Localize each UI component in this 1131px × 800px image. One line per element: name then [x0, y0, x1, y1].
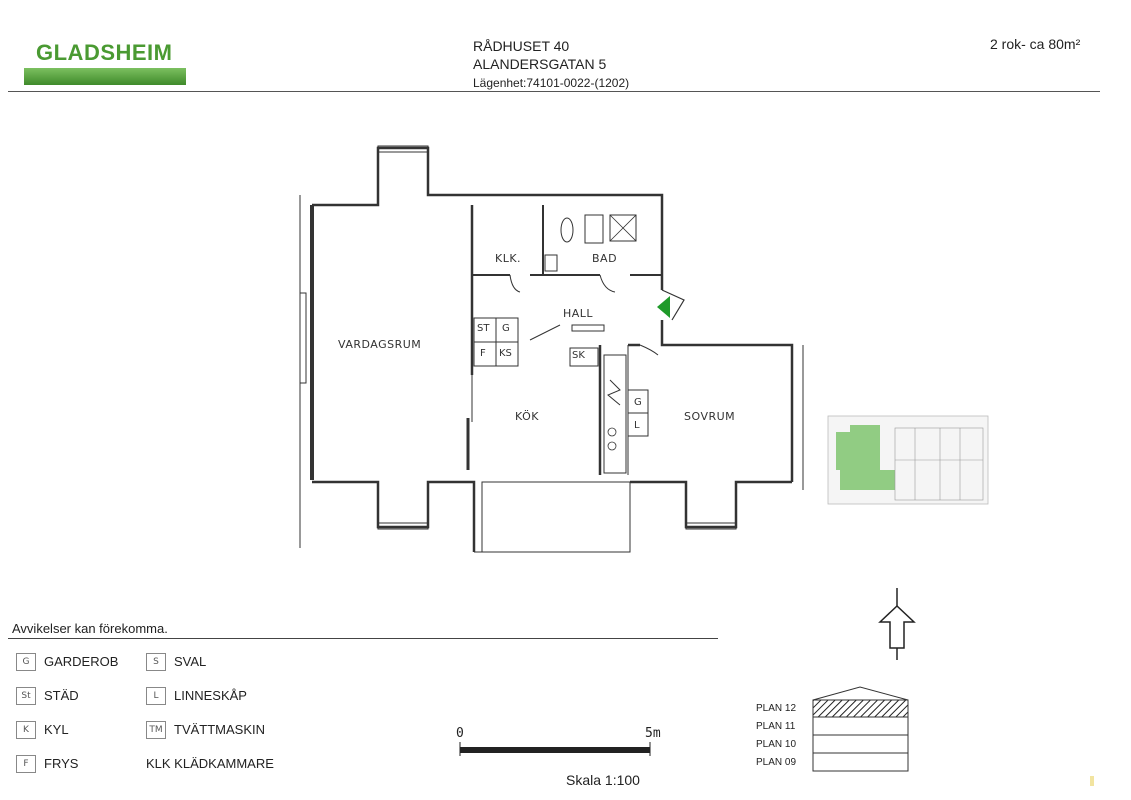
legend-code-linneskap: L — [146, 687, 166, 705]
legend-label-kladkammare: KLK KLÄDKAMMARE — [146, 756, 274, 771]
room-sovrum: SOVRUM — [684, 410, 736, 423]
scale-label: Skala 1:100 — [566, 772, 640, 788]
legend-code-sval: S — [146, 653, 166, 671]
legend-label-linneskap: LINNESKÅP — [174, 688, 247, 703]
legend-label-kyl: KYL — [44, 722, 69, 737]
header-divider — [8, 91, 1100, 92]
room-vardagsrum: VARDAGSRUM — [338, 338, 422, 351]
cabinet-g: G — [502, 323, 510, 334]
legend-label-frys: FRYS — [44, 756, 79, 771]
legend-label-tvattmaskin: TVÄTTMASKIN — [174, 722, 266, 737]
floor-label-09: PLAN 09 — [756, 757, 797, 768]
floor-label-11: PLAN 11 — [756, 721, 796, 732]
cabinet-ks: KS — [499, 348, 512, 359]
legend-code-tvattmaskin: TM — [146, 721, 166, 739]
notice-divider — [8, 638, 718, 639]
scale-end: 5m — [645, 726, 661, 741]
room-bad: BAD — [592, 252, 618, 265]
brand-logo: GLADSHEIM — [36, 40, 173, 65]
floor-label-10: PLAN 10 — [756, 739, 797, 750]
legend-label-sval: SVAL — [174, 654, 207, 669]
deviation-notice: Avvikelser kan förekomma. — [12, 621, 168, 636]
cabinet-g-bedroom: G — [634, 397, 642, 408]
legend-code-garderob: G — [16, 653, 36, 671]
apartment-id: Lägenhet:74101-0022-(1202) — [473, 76, 630, 90]
room-hall: HALL — [563, 307, 594, 320]
brand-logo-bar — [24, 68, 186, 85]
floor-label-12: PLAN 12 — [756, 703, 797, 714]
legend-code-stad: St — [16, 687, 36, 705]
room-klk: KLK. — [495, 252, 522, 265]
address-line-2: ALANDERSGATAN 5 — [473, 56, 607, 72]
cabinet-f: F — [480, 348, 486, 359]
legend-code-frys: F — [16, 755, 36, 773]
scale-start: 0 — [456, 726, 464, 741]
corner-marker — [1090, 776, 1094, 786]
legend-code-kyl: K — [16, 721, 36, 739]
address-line-1: RÅDHUSET 40 — [473, 38, 570, 54]
cabinet-st: ST — [477, 323, 490, 334]
cabinet-l: L — [634, 420, 640, 431]
legend-label-stad: STÄD — [44, 688, 79, 703]
cabinet-sk: SK — [572, 350, 585, 361]
room-kok: KÖK — [515, 410, 539, 423]
apartment-size: 2 rok- ca 80m² — [990, 36, 1081, 52]
legend-label-garderob: GARDEROB — [44, 654, 119, 669]
